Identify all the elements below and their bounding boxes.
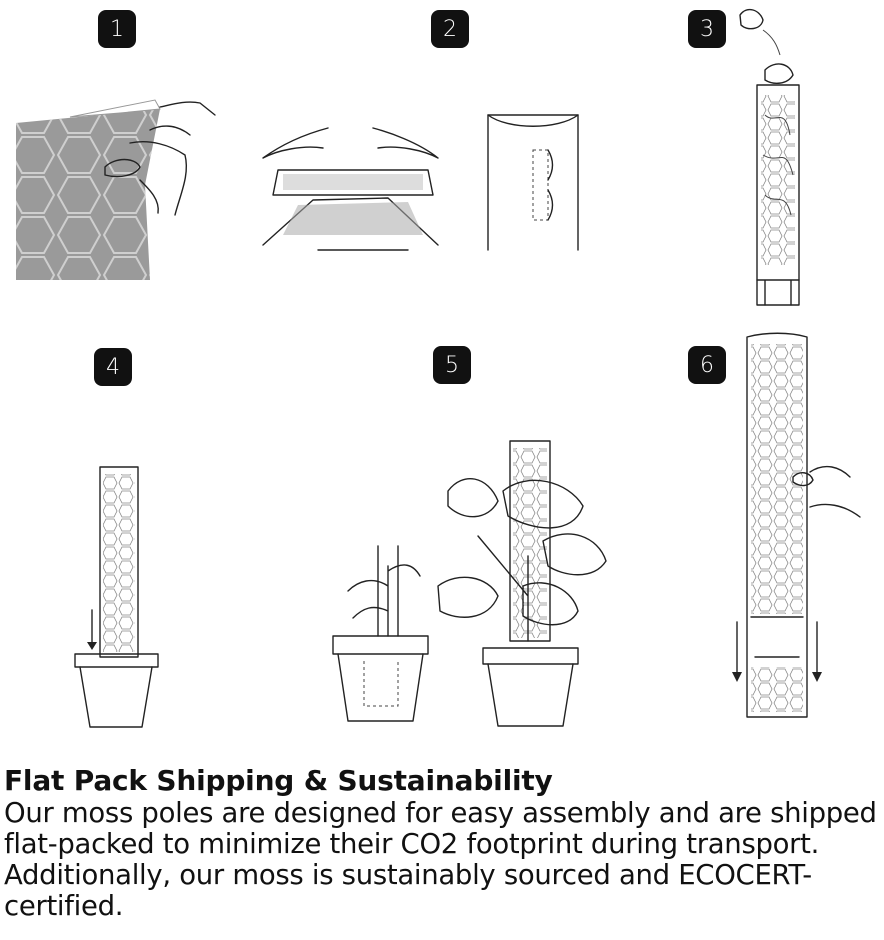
step-6-badge: 6 [688,346,726,384]
section-description: Our moss poles are designed for easy ass… [4,797,877,922]
step-6-number: 6 [700,352,714,378]
step-2-badge: 2 [431,10,469,48]
text-block: Flat Pack Shipping & Sustainability Our … [4,764,884,922]
step-5-badge: 5 [433,346,471,384]
step-3-badge: 3 [688,10,726,48]
step-4-number: 4 [106,354,120,380]
step-1-number: 1 [110,16,124,42]
step-2-number: 2 [443,16,457,42]
step-2-illustration [262,114,579,251]
step-5-number: 5 [445,352,459,378]
step-5-illustration [332,440,607,727]
step-4-badge: 4 [94,348,132,386]
step-1-badge: 1 [98,10,136,48]
step-1-illustration [16,99,216,280]
step-4-illustration [74,466,159,728]
section-title: Flat Pack Shipping & Sustainability [4,764,553,797]
step-3-number: 3 [700,16,714,42]
step-6-illustration [732,332,861,718]
step-3-illustration [739,8,800,306]
